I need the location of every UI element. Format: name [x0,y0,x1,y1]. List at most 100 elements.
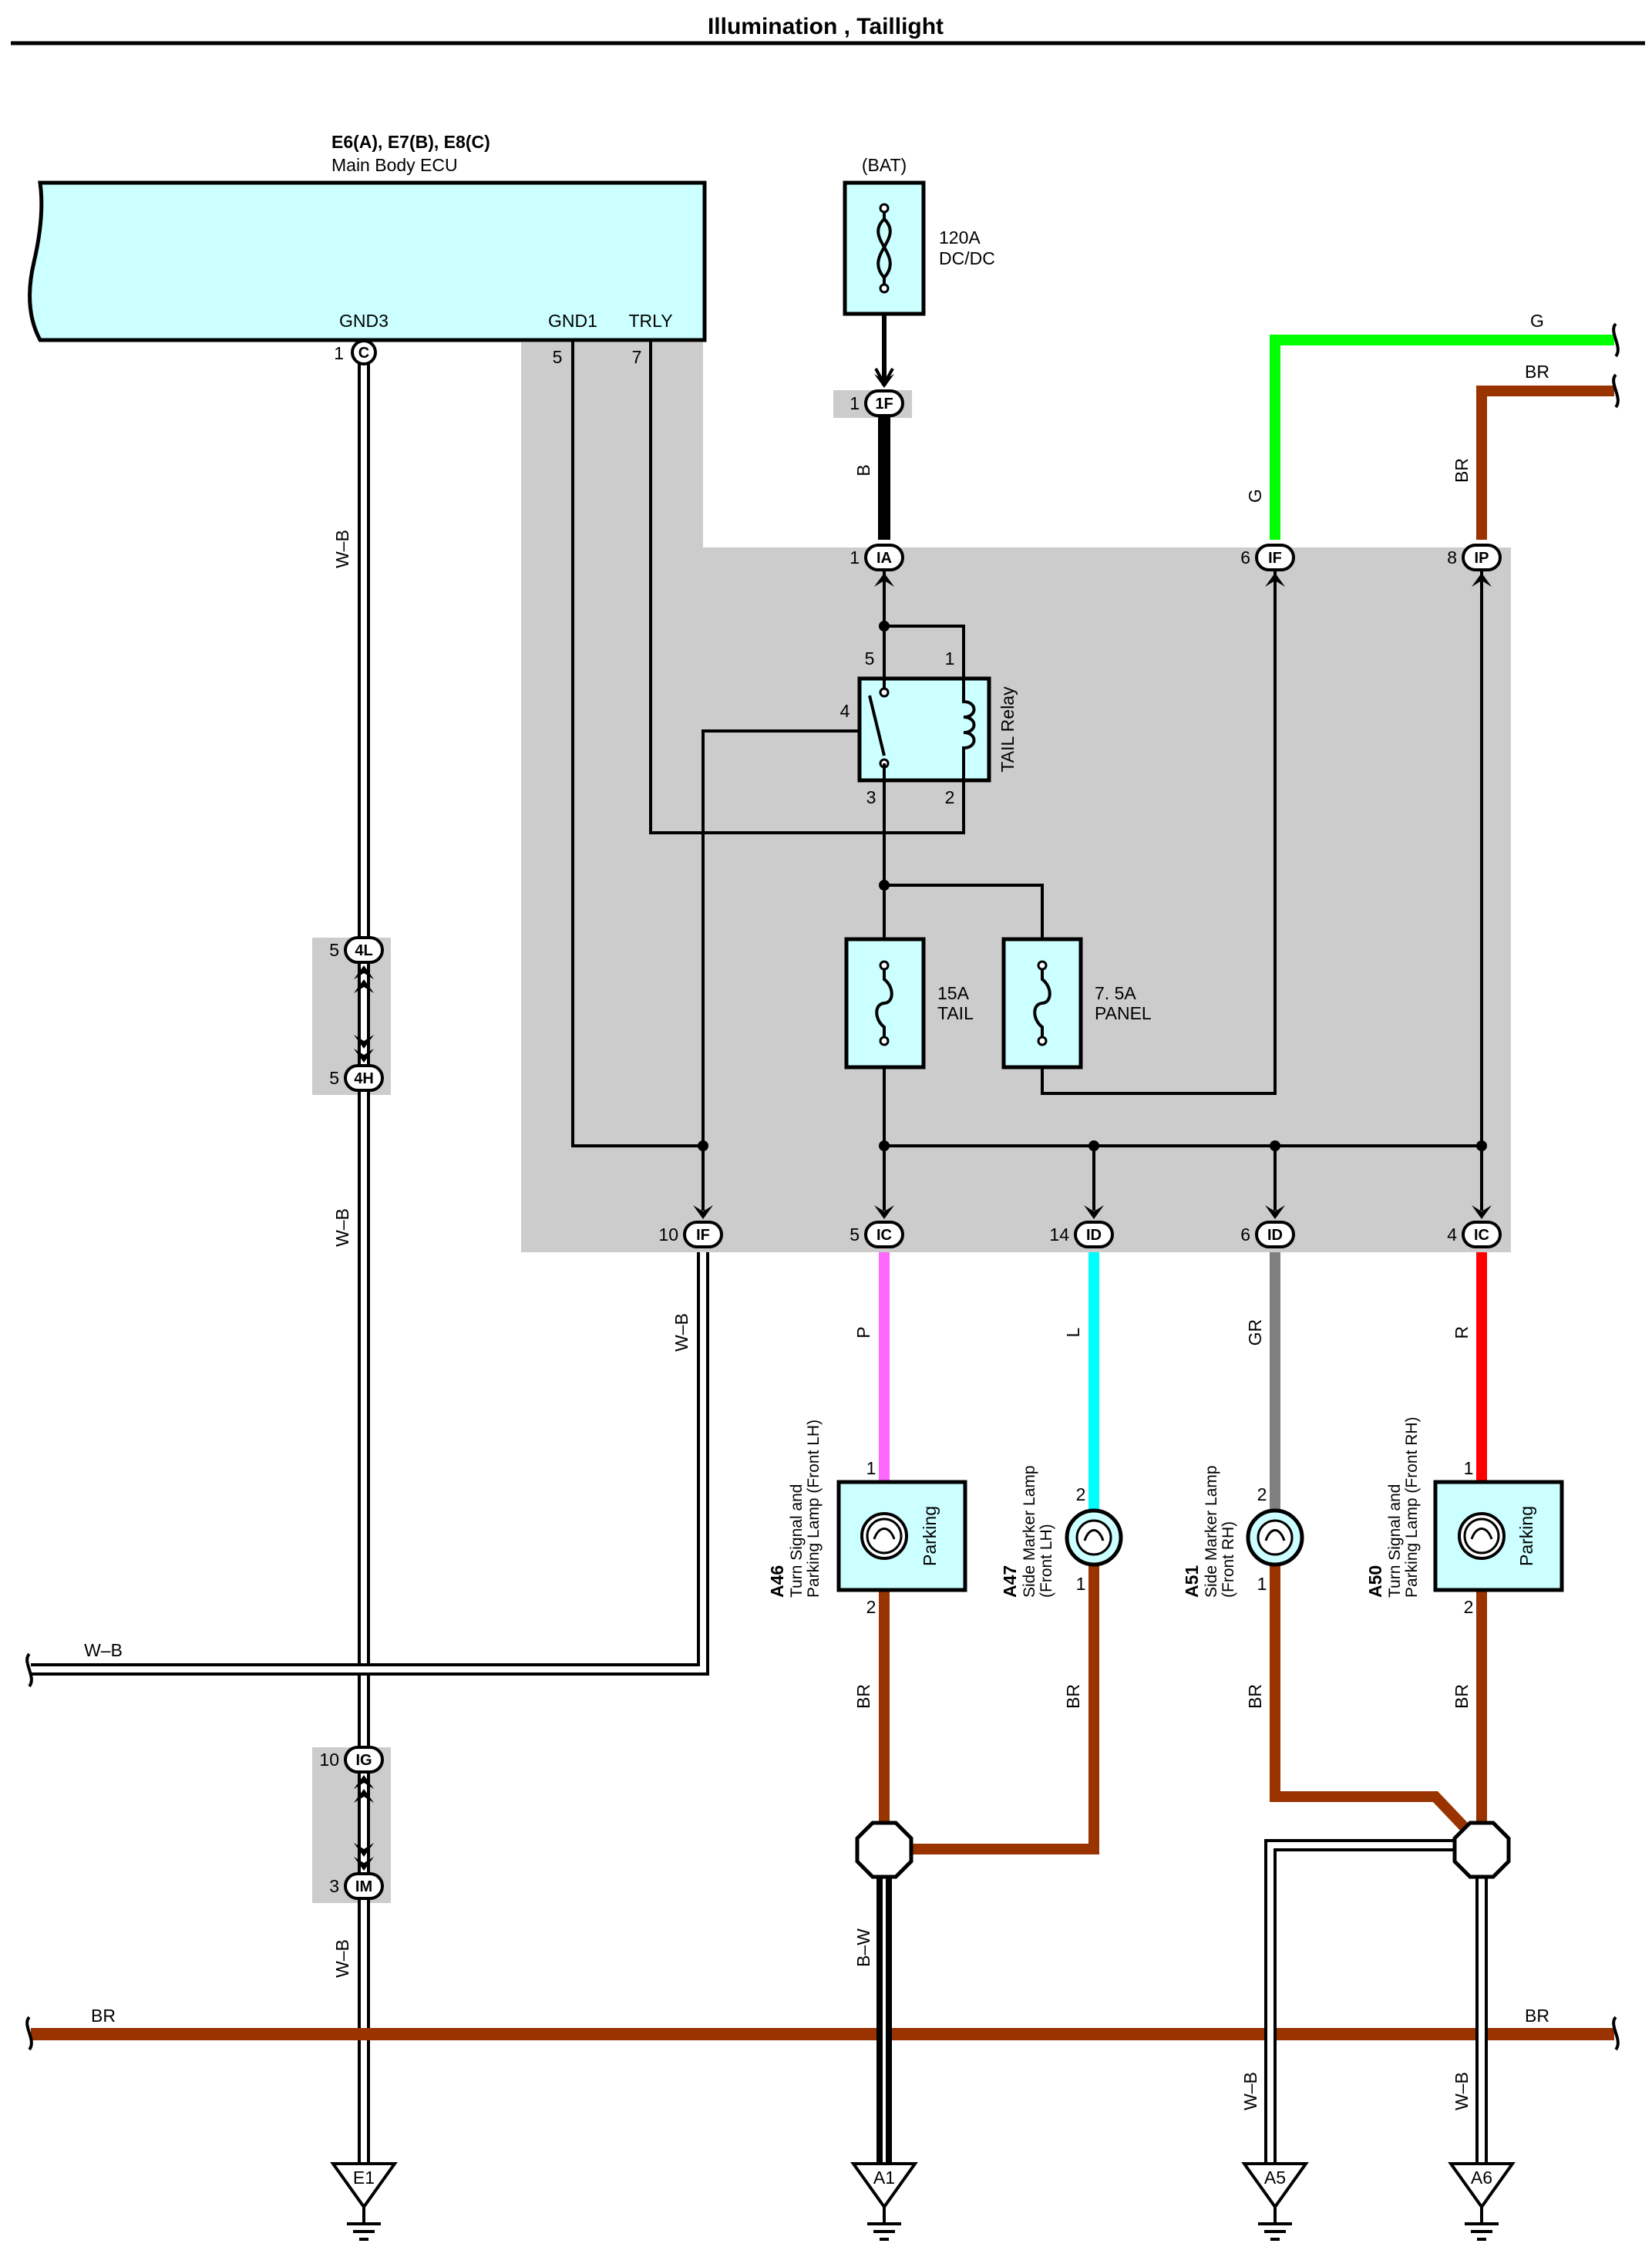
wire-label-wb-5: W–B [332,1939,352,1978]
lamp-a47 [1065,1508,1123,1567]
svg-text:1: 1 [850,547,860,568]
fuse-7-5a-name: PANEL [1095,1003,1152,1023]
lamp-a46 [836,1480,967,1592]
relay-pin-2: 2 [945,787,955,807]
ecu-connectors-label: E6(A), E7(B), E8(C) [331,132,490,152]
connector-chevron [354,1843,374,1857]
relay-name: TAIL Relay [998,686,1018,773]
lamp-a47-pin-bot: 1 [1076,1574,1086,1594]
svg-text:Turn Signal and: Turn Signal and [788,1484,806,1598]
connector-c-ia: IA 1 [850,544,904,587]
wire-label-br-horiz: BR [1525,362,1549,382]
lamp-a50-pin-top: 1 [1464,1458,1474,1478]
svg-text:IM: IM [355,1878,372,1895]
svg-text:6: 6 [1240,1224,1250,1245]
wire-label-br-bus-right: BR [1525,2006,1549,2026]
connector-chevron [354,979,374,993]
svg-text:(Front RH): (Front RH) [1220,1521,1237,1598]
wire-label-wb-2: W–B [332,1208,352,1247]
lamp-a47-pin-top: 2 [1076,1484,1086,1504]
wire-label-wb-a6: W–B [1452,2072,1472,2110]
connector-c-ip: IP8 [1447,544,1502,587]
fuse-15a-tail [844,937,926,1069]
relay-pin-4: 4 [840,701,850,721]
svg-text:ID: ID [1267,1227,1283,1244]
wire-label-br-vert: BR [1452,458,1472,483]
svg-text:C: C [358,345,369,362]
connector-c-ic5: IC 5 [850,1205,904,1248]
wire-break-marks [25,322,1620,2051]
svg-text:Parking Lamp (Front RH): Parking Lamp (Front RH) [1403,1416,1421,1598]
svg-text:Side Marker Lamp: Side Marker Lamp [1021,1465,1038,1598]
connector-c-4l: 4L 5 [329,936,384,979]
wire-wb-if10 [31,1252,709,1676]
lamp-a46-pin-bot: 2 [866,1597,876,1617]
ecu-pin-gnd1-label: GND1 [548,311,597,331]
svg-text:10: 10 [319,1750,339,1770]
wire-br-a51 [1270,1565,1469,1831]
wire-label-br-a51: BR [1245,1684,1265,1709]
svg-text:IC: IC [876,1227,892,1244]
svg-text:A5: A5 [1264,2168,1286,2188]
svg-text:1: 1 [334,343,344,363]
main-body-ecu-box [28,180,707,342]
lamp-a50-pin-bot: 2 [1464,1597,1474,1617]
svg-text:1: 1 [850,393,860,413]
svg-text:5: 5 [850,1224,860,1245]
fuse-7-5a-amp: 7. 5A [1095,983,1136,1003]
tail-relay [857,676,991,783]
svg-text:A47: A47 [1000,1565,1020,1598]
svg-text:IC: IC [1474,1227,1489,1244]
svg-text:4H: 4H [354,1070,374,1087]
wire-label-l: L [1063,1327,1083,1337]
wire-label-r: R [1452,1326,1472,1339]
connector-c-if-top: IF6 [1240,544,1295,587]
lamp-a51 [1246,1508,1304,1567]
lamp-a46-pin-top: 1 [866,1458,876,1478]
svg-text:5: 5 [329,940,339,960]
junction-internal-wiring [571,340,1483,1211]
wire-label-p: P [853,1326,873,1338]
svg-text:A1: A1 [873,2168,895,2188]
junction-dots [698,621,1487,1151]
ecu-name-label: Main Body ECU [331,155,458,175]
svg-text:IG: IG [355,1752,372,1769]
wire-br-a47 [910,1565,1099,1854]
svg-text:1F: 1F [875,396,893,413]
wire-label-g-vert: G [1245,489,1265,503]
svg-text:IF: IF [696,1227,710,1244]
wire-br-top [1476,386,1614,540]
wire-label-wb-4: W–B [84,1640,123,1660]
connector-c-id6: ID 6 [1240,1205,1295,1248]
fuse-15a-amp: 15A [937,983,970,1003]
svg-text:Parking Lamp (Front LH): Parking Lamp (Front LH) [805,1420,823,1598]
wire-label-g-horiz: G [1530,311,1544,331]
wire-label-gr: GR [1245,1319,1265,1346]
lamp-a46-inner: Parking [920,1506,940,1566]
svg-text:IF: IF [1268,550,1282,567]
connector-c-1f: 1F 1 [850,374,904,417]
lamp-a51-caption: A51 Side Marker Lamp (Front RH) [1182,1465,1237,1598]
svg-text:IA: IA [876,550,892,567]
svg-text:A51: A51 [1182,1565,1202,1598]
svg-text:4L: 4L [355,942,372,959]
svg-text:8: 8 [1447,547,1457,568]
lamp-a50 [1433,1480,1564,1592]
relay-pin-1: 1 [945,648,955,669]
svg-text:A50: A50 [1365,1565,1385,1598]
svg-text:ID: ID [1086,1227,1102,1244]
lamp-a47-caption: A47 Side Marker Lamp (Front LH) [1000,1465,1055,1598]
wire-label-br-bus-left: BR [91,2006,116,2026]
svg-text:4: 4 [1447,1224,1457,1245]
connector-c-im: IM3 [329,1857,384,1900]
connector-chevron [354,1035,374,1049]
wire-label-wb-3: W–B [671,1313,691,1352]
ground-a1: A1 [850,2162,918,2241]
diagram-title: Illumination , Taillight [708,14,944,39]
fuse-7-5a-panel [1001,937,1083,1069]
